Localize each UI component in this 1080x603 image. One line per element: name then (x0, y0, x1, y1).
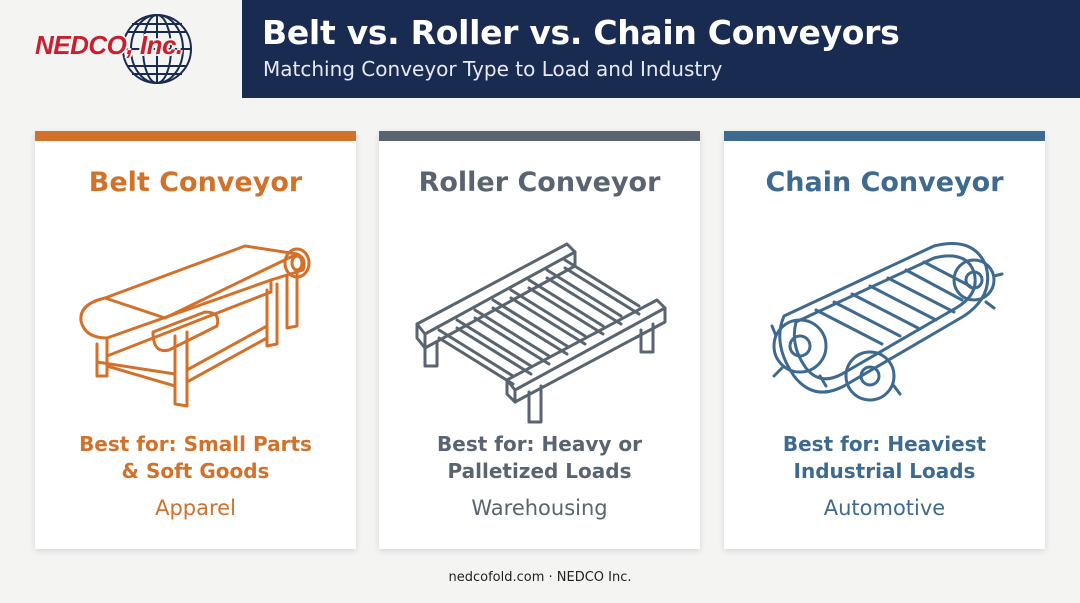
card-accent-bar (724, 131, 1045, 141)
footer-text: nedcofold.com · NEDCO Inc. (448, 570, 632, 585)
card-accent-bar (379, 131, 700, 141)
industry-label: Apparel (155, 496, 236, 520)
best-for-line: Industrial Loads (793, 459, 976, 483)
page-title: Belt vs. Roller vs. Chain Conveyors (262, 13, 900, 52)
best-for-line: Best for: Heaviest (782, 432, 987, 456)
best-for-text: Best for: Heavy or Palletized Loads (379, 431, 700, 485)
industry-label: Automotive (823, 496, 946, 520)
best-for-line: & Soft Goods (121, 459, 270, 483)
best-for-text: Best for: Heaviest Industrial Loads (724, 431, 1045, 485)
page-subtitle: Matching Conveyor Type to Load and Indus… (263, 57, 723, 81)
belt-conveyor-icon (79, 244, 311, 408)
best-for-text: Best for: Small Parts & Soft Goods (35, 431, 356, 485)
header-banner: Belt vs. Roller vs. Chain Conveyors Matc… (242, 0, 1080, 98)
card-accent-bar (35, 131, 356, 141)
best-for-line: Best for: Heavy or (437, 432, 642, 456)
logo-text: NEDCO, Inc. (35, 30, 183, 60)
logo: NEDCO, Inc. (0, 0, 242, 98)
industry-label: Warehousing (471, 496, 608, 520)
roller-conveyor-icon (415, 242, 667, 424)
best-for-line: Palletized Loads (447, 459, 632, 483)
chain-conveyor-icon (770, 242, 1004, 402)
card-title: Belt Conveyor (88, 167, 303, 198)
card-chain-conveyor: Chain Conveyor Best for: Heaviest (724, 131, 1045, 549)
globe-icon (122, 14, 192, 84)
card-roller-conveyor: Roller Conveyor (379, 131, 700, 549)
card-title: Chain Conveyor (765, 167, 1004, 198)
card-title: Roller Conveyor (418, 167, 661, 198)
best-for-line: Best for: Small Parts (79, 432, 312, 456)
card-belt-conveyor: Belt Conveyor Best for: (35, 131, 356, 549)
